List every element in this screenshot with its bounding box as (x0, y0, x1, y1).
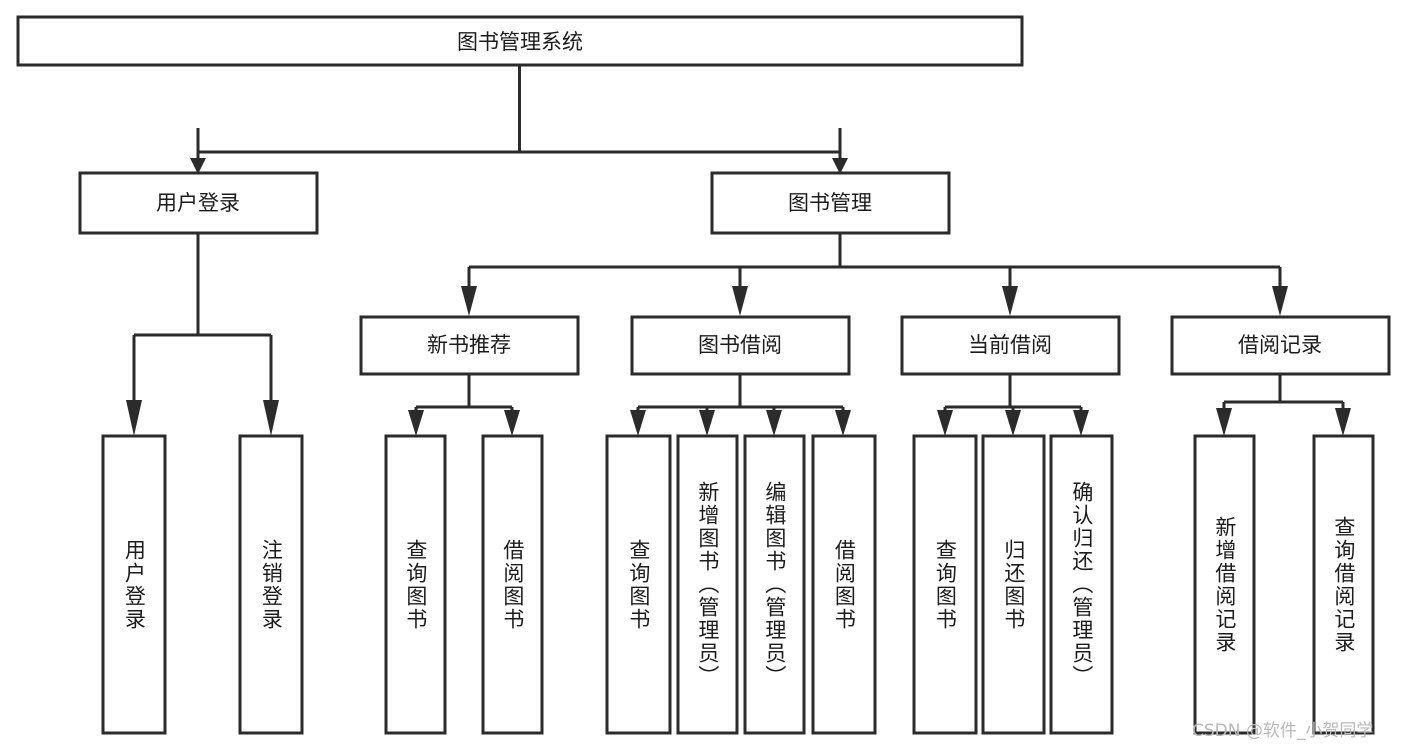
node-leaf6-box[interactable] (676, 434, 739, 735)
connector-layer (126, 65, 1351, 436)
connector-bookmgmt-bus (467, 233, 1282, 288)
arrow-bookmgmt-newbook-icon (461, 286, 477, 316)
node-bookmgmt-box[interactable] (710, 171, 951, 235)
node-bookmgmt[interactable]: 图书管理 (710, 171, 951, 235)
connector-login-bus (132, 233, 273, 404)
node-newbook-box[interactable] (359, 315, 580, 376)
node-current-box[interactable] (900, 315, 1121, 376)
arrow-borrow-leaf7-icon (766, 410, 782, 436)
node-root[interactable]: 图书管理系统 (16, 15, 1024, 67)
arrow-root-to-bookmgmt-icon (832, 158, 848, 174)
arrow-borrow-leaf5-icon (630, 410, 646, 436)
node-login[interactable]: 用户登录 (78, 171, 319, 235)
arrow-records-leaf13-icon (1335, 408, 1351, 436)
node-leaf8-box[interactable] (811, 434, 877, 735)
arrow-newbook-leaf4-icon (504, 410, 520, 436)
node-records-box[interactable] (1170, 315, 1391, 376)
connector-newbook-bus (414, 374, 514, 414)
connector-borrow-bus (636, 374, 845, 414)
node-records[interactable]: 借阅记录 (1170, 315, 1391, 376)
node-leaf3-box[interactable] (384, 434, 447, 735)
arrow-newbook-leaf3-icon (408, 410, 424, 436)
node-leaf13-box[interactable] (1312, 434, 1375, 735)
node-login-label: 用户登录 (156, 191, 240, 215)
arrow-bookmgmt-current-icon (1002, 286, 1018, 316)
node-borrow[interactable]: 图书借阅 (630, 315, 851, 376)
arrow-records-leaf12-icon (1216, 408, 1232, 436)
node-leaf9-box[interactable] (912, 434, 978, 735)
arrow-borrow-leaf8-icon (835, 410, 851, 436)
node-leaf1-box[interactable] (101, 434, 167, 735)
csdn-watermark: CSDN @软件_小贺同学 (1192, 721, 1374, 741)
arrow-current-leaf9-icon (937, 410, 953, 436)
node-borrow-label: 图书借阅 (698, 333, 782, 357)
node-leaf7-box[interactable] (743, 434, 806, 735)
arrow-login-leaf2-icon (263, 400, 279, 436)
connector-current-bus (943, 374, 1083, 414)
leaf-box-layer (101, 434, 1375, 735)
node-leaf2-box[interactable] (238, 434, 304, 735)
node-newbook[interactable]: 新书推荐 (359, 315, 580, 376)
node-current[interactable]: 当前借阅 (900, 315, 1121, 376)
connector-records-bus (1222, 374, 1345, 412)
arrow-current-leaf11-icon (1073, 410, 1089, 436)
arrow-bookmgmt-records-icon (1272, 286, 1288, 316)
node-root-label: 图书管理系统 (457, 30, 583, 54)
node-records-label: 借阅记录 (1238, 333, 1322, 357)
node-leaf12-box[interactable] (1193, 434, 1256, 735)
node-borrow-box[interactable] (630, 315, 851, 376)
node-leaf11-box[interactable] (1049, 434, 1114, 735)
arrow-root-to-login-icon (190, 158, 206, 174)
node-leaf5-box[interactable] (605, 434, 672, 735)
arrow-borrow-leaf6-icon (699, 410, 715, 436)
node-bookmgmt-label: 图书管理 (788, 191, 872, 215)
node-current-label: 当前借阅 (968, 333, 1052, 357)
arrow-login-leaf1-icon (126, 400, 142, 436)
arrow-current-leaf10-icon (1005, 410, 1021, 436)
node-root-box[interactable] (16, 15, 1024, 67)
node-newbook-label: 新书推荐 (427, 333, 511, 357)
node-leaf10-box[interactable] (981, 434, 1046, 735)
connector-root-bus (196, 65, 842, 154)
node-leaf4-box[interactable] (481, 434, 544, 735)
node-login-box[interactable] (78, 171, 319, 235)
arrow-bookmgmt-borrow-icon (732, 286, 748, 316)
